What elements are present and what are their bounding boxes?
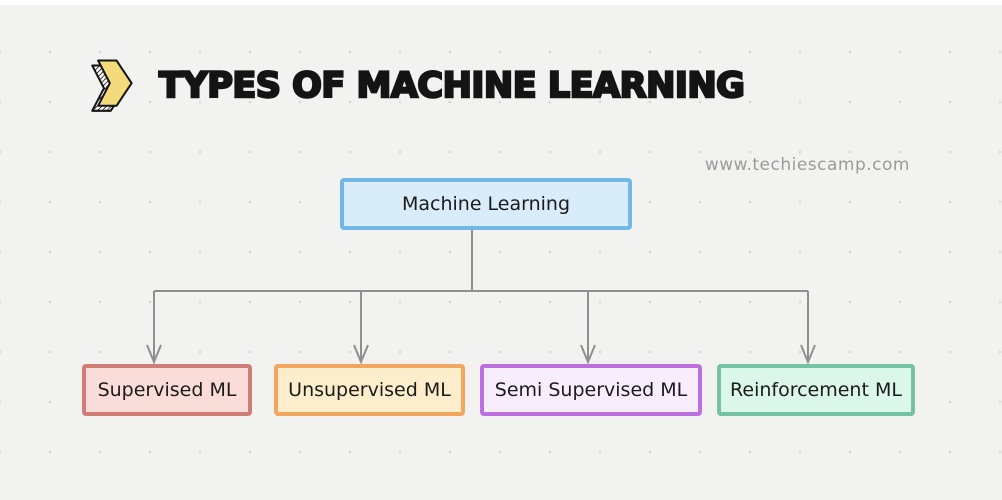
node-supervised-ml: Supervised ML — [82, 364, 252, 416]
node-label: Reinforcement ML — [730, 379, 902, 401]
arrowhead-semi-supervised — [580, 344, 596, 365]
tree-connector — [153, 230, 809, 360]
page-header: Types of Machine Learning — [83, 58, 746, 115]
node-label: Machine Learning — [401, 193, 571, 215]
node-reinforcement-ml: Reinforcement ML — [717, 364, 915, 416]
node-label: Semi Supervised ML — [494, 379, 688, 401]
node-label: Supervised ML — [97, 379, 237, 401]
chevron-front-face — [97, 59, 133, 107]
arrowhead-unsupervised — [353, 344, 369, 365]
chevron-arrow-icon — [83, 58, 135, 115]
arrowhead-reinforcement — [800, 344, 816, 365]
arrowhead-supervised — [146, 344, 162, 365]
top-strip — [0, 0, 1002, 5]
node-label: Unsupervised ML — [288, 379, 451, 401]
page-title: Types of Machine Learning — [158, 66, 746, 107]
node-unsupervised-ml: Unsupervised ML — [274, 364, 465, 416]
watermark-text: www.techiescamp.com — [704, 155, 910, 175]
node-semi-supervised-ml: Semi Supervised ML — [480, 364, 702, 416]
node-machine-learning: Machine Learning — [340, 178, 632, 230]
